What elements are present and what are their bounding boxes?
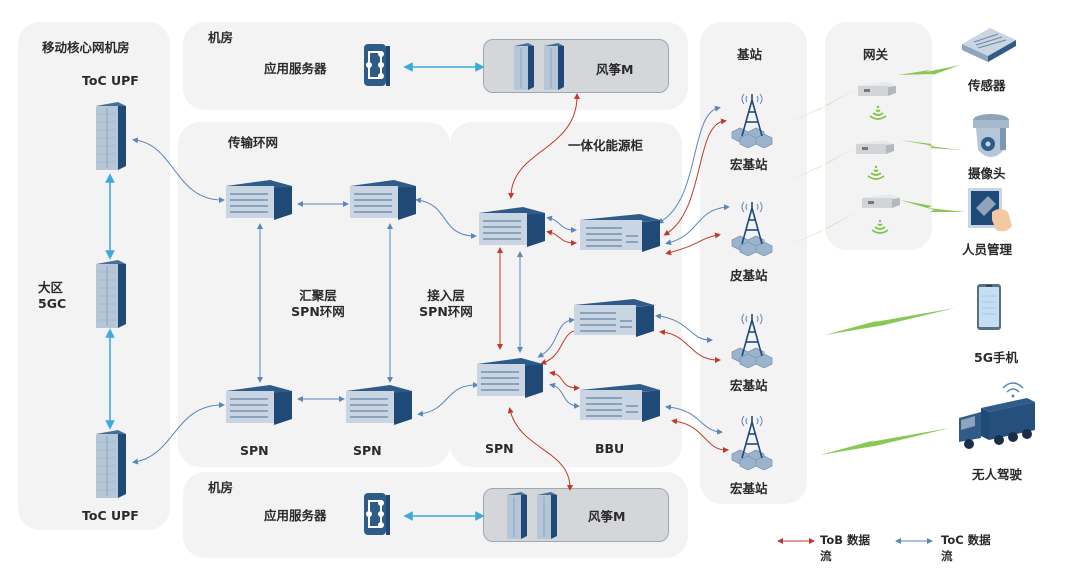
fengzheng-bottom-cabinet-icon (507, 492, 557, 539)
wireless-macro3-truck (820, 428, 950, 455)
gateway-1-wifi-icon (869, 105, 887, 120)
upf-bottom-label: ToC UPF (82, 508, 139, 523)
top-fengzheng-label: 风筝M (596, 62, 634, 77)
legend-toc-line2: 流 (941, 549, 953, 563)
app-server-top-icon (364, 44, 390, 86)
energy-cabinet-title: 一体化能源柜 (568, 138, 644, 153)
bottom-app-server-label: 应用服务器 (264, 508, 327, 523)
sensor-icon (962, 28, 1016, 62)
spn-aggregation-1-icon (226, 180, 292, 220)
aggregation-ring-line1: 汇聚层 (299, 288, 337, 303)
base-station-title: 基站 (737, 47, 763, 62)
macro-station-2-label: 宏基站 (730, 378, 768, 393)
legend-tob-line1: ToB 数据 (820, 533, 870, 547)
bbu-3-icon (580, 384, 660, 422)
camera-icon (973, 114, 1009, 157)
legend-tob-line2: 流 (820, 549, 832, 563)
spn-access-top-icon (479, 207, 545, 247)
pico-station-label: 皮基站 (730, 268, 768, 283)
macro-station-1-label: 宏基站 (730, 157, 768, 172)
aggregation-ring-line2: SPN环网 (291, 304, 345, 319)
macro-station-3-tower-icon (731, 415, 773, 470)
transport-title: 传输环网 (228, 135, 279, 150)
bottom-room-title: 机房 (208, 480, 234, 495)
region-5gc-label-line1: 大区 (38, 280, 64, 295)
phone-icon (977, 284, 1001, 330)
spn-aggregation-2-icon (350, 180, 416, 220)
legend-toc-line1: ToC 数据 (941, 533, 991, 547)
camera-label: 摄像头 (968, 166, 1006, 181)
spn-aggregation-4-icon (346, 385, 412, 425)
autonomous-truck-icon (959, 382, 1035, 449)
gateway-2-icon (856, 140, 894, 154)
fengzheng-top-cabinet-icon (514, 43, 564, 90)
gateway-3-wifi-icon (871, 219, 889, 234)
app-server-bottom-icon (364, 493, 390, 535)
gateway-title: 网关 (863, 47, 889, 62)
spn-aggregation-3-icon (226, 385, 292, 425)
access-ring-line2: SPN环网 (419, 304, 473, 319)
gateway-1-icon (858, 82, 896, 96)
energy-spn-label: SPN (485, 441, 514, 456)
macro-station-1-tower-icon (731, 93, 773, 148)
top-room-title: 机房 (208, 30, 234, 45)
spn-label-2: SPN (353, 443, 382, 458)
sensor-label: 传感器 (968, 78, 1006, 93)
phone-label: 5G手机 (974, 350, 1018, 365)
energy-bbu-label: BBU (595, 441, 625, 456)
macro-station-3-label: 宏基站 (730, 481, 768, 496)
core-room-title: 移动核心网机房 (42, 40, 130, 55)
fengzheng-top-box (483, 39, 669, 93)
access-ring-line1: 接入层 (427, 288, 465, 303)
bbu-2-icon (574, 299, 654, 337)
wireless-macro2-phone (825, 308, 955, 335)
spn-access-bottom-icon (477, 358, 543, 398)
gateway-3-icon (862, 194, 900, 208)
bottom-fengzheng-label: 风筝M (588, 509, 626, 524)
region-5gc-label-line2: 5GC (38, 296, 67, 311)
upf-top-label: ToC UPF (82, 73, 139, 88)
upf-bottom-cabinet-icon (96, 430, 126, 498)
upf-top-cabinet-icon (96, 102, 126, 170)
bbu-1-icon (580, 214, 660, 252)
spn-label-1: SPN (240, 443, 269, 458)
gateway-2-wifi-icon (867, 165, 885, 180)
top-app-server-label: 应用服务器 (264, 61, 327, 76)
access-badge-icon (968, 188, 1012, 232)
truck-label: 无人驾驶 (972, 467, 1023, 482)
pico-station-tower-icon (731, 201, 773, 256)
macro-station-2-tower-icon (731, 313, 773, 368)
access-badge-label: 人员管理 (962, 242, 1013, 257)
5gc-cabinet-icon (96, 260, 126, 328)
